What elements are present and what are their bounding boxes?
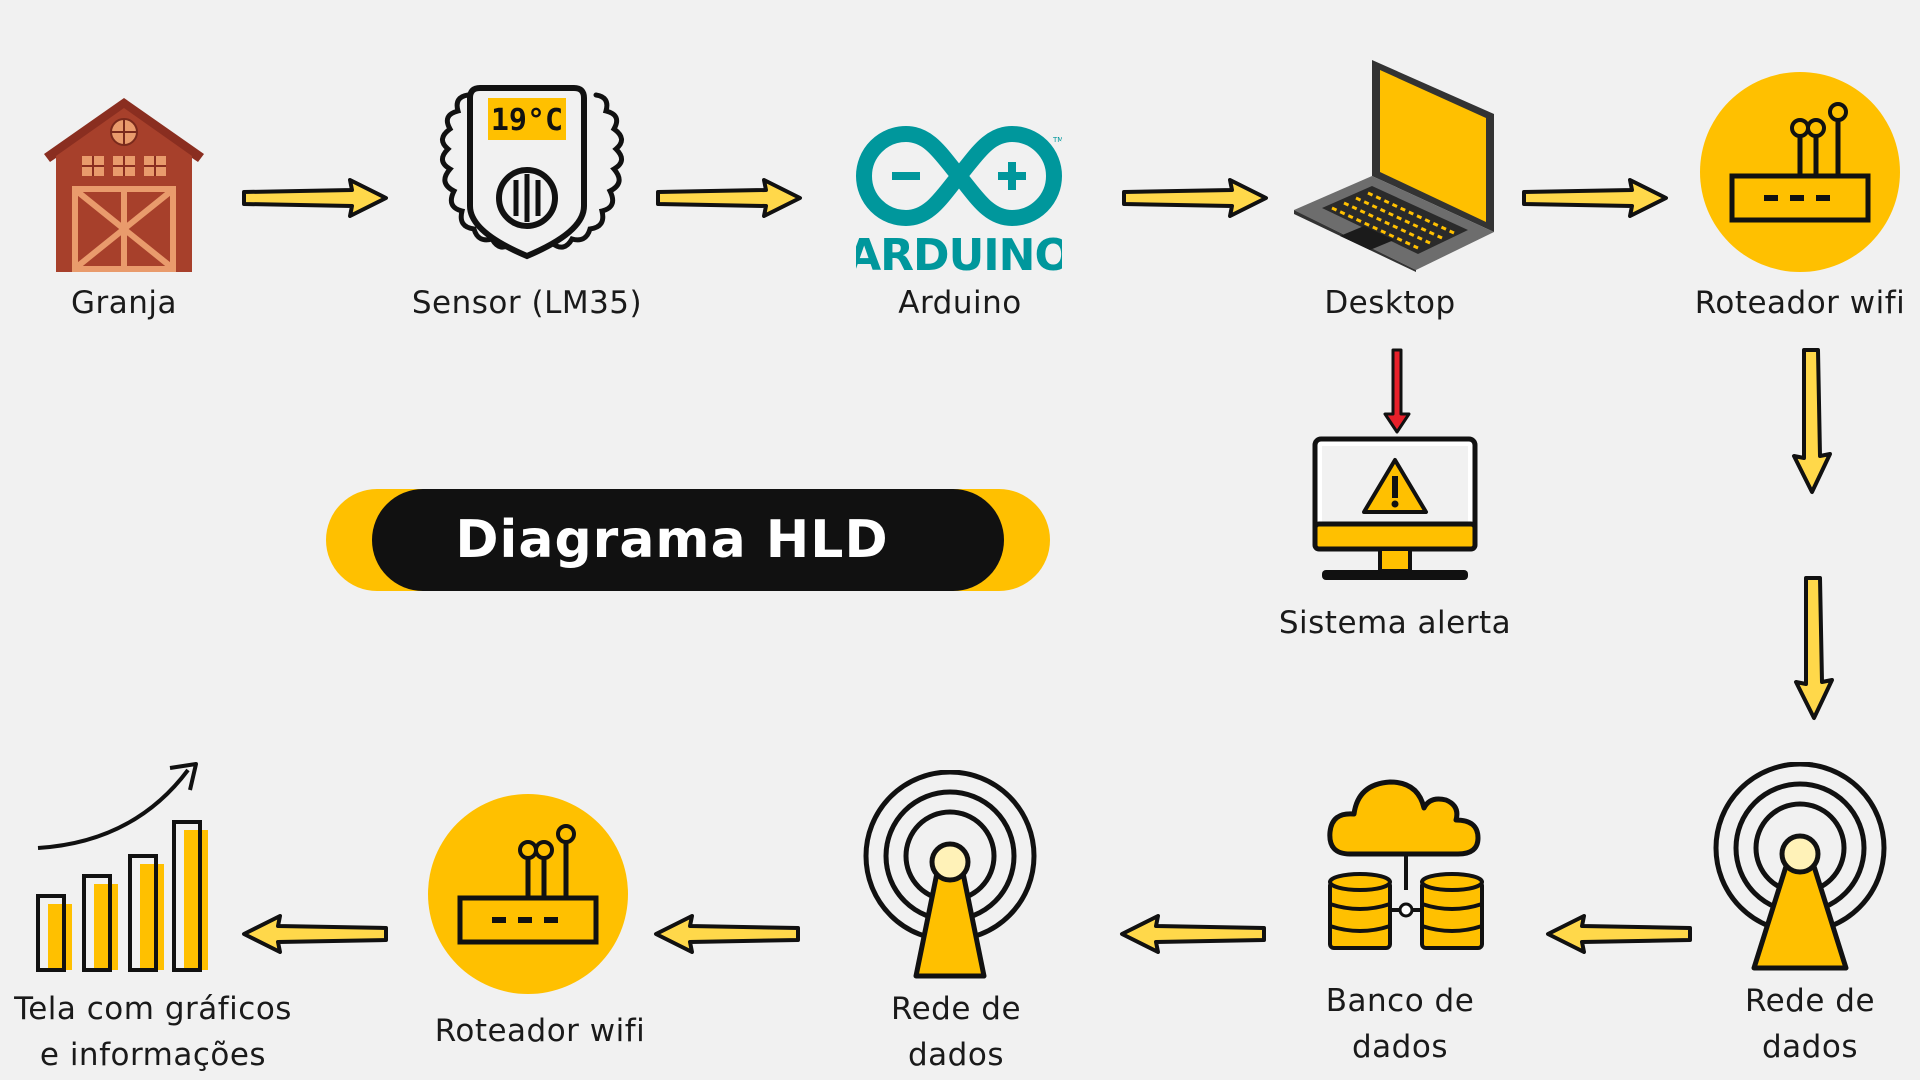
thermometer-sensor-icon: 19°C <box>440 85 624 260</box>
label-rede-right: Rede de dados <box>1744 983 1876 1065</box>
arrow-router-to-tela <box>242 914 388 954</box>
arrow-sensor-to-arduino <box>656 178 802 218</box>
label-roteador-bottom: Roteador wifi <box>434 1013 646 1049</box>
label-banco: Banco de dados <box>1325 983 1475 1065</box>
wifi-router-icon <box>1700 72 1900 272</box>
alert-monitor-icon <box>1312 436 1478 580</box>
label-desktop: Desktop <box>1324 285 1456 321</box>
arrow-arduino-to-desktop <box>1122 178 1268 218</box>
antenna-tower-icon-mid <box>863 770 1037 979</box>
laptop-icon <box>1294 60 1494 272</box>
label-roteador-top: Roteador wifi <box>1694 285 1906 321</box>
arrow-desktop-to-alert <box>1383 348 1411 434</box>
cloud-database-icon <box>1327 779 1484 950</box>
arduino-wordmark: ARDUINO <box>856 230 1062 276</box>
arrow-router-down-2 <box>1794 576 1834 720</box>
label-granja: Granja <box>70 285 178 321</box>
arrow-granja-to-sensor <box>242 178 388 218</box>
label-sensor: Sensor (LM35) <box>411 285 643 321</box>
barn-icon <box>44 98 204 272</box>
arrow-rede-to-banco <box>1546 914 1692 954</box>
sensor-reading: 19°C <box>491 103 563 138</box>
label-arduino: Arduino <box>898 285 1022 321</box>
label-rede-mid: Rede de dados <box>890 991 1022 1073</box>
arrow-desktop-to-router <box>1522 178 1668 218</box>
arrow-router-down-1 <box>1792 348 1832 494</box>
label-tela: Tela com gráficos e informações <box>14 991 292 1073</box>
bar-chart-icon <box>36 762 208 972</box>
arrow-rede-to-router <box>654 914 800 954</box>
arrow-banco-to-rede <box>1120 914 1266 954</box>
wifi-router-icon-bottom <box>428 794 628 994</box>
antenna-tower-icon <box>1713 762 1887 971</box>
arduino-logo-icon: TM ARDUINO <box>856 126 1062 276</box>
page-title-text: Diagrama HLD <box>455 510 889 570</box>
title-pill: Diagrama HLD <box>326 489 1050 591</box>
svg-text:TM: TM <box>1052 136 1062 144</box>
label-sistema-alerta: Sistema alerta <box>1278 605 1512 641</box>
page-title: Diagrama HLD <box>372 489 1004 591</box>
